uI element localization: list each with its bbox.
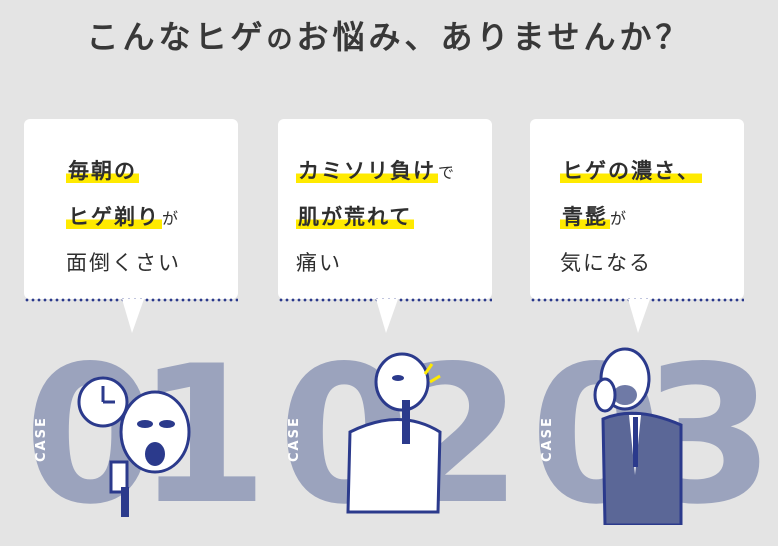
card-01-line3: 面倒くさい xyxy=(66,251,181,275)
headline-no: の xyxy=(266,25,297,55)
card-01-line1-highlight: 毎朝の xyxy=(66,159,139,183)
card-03-tail xyxy=(628,299,650,333)
card-03: ヒゲの濃さ、 青髭が 気になる xyxy=(530,119,744,333)
card-02-line1-highlight: カミソリ負け xyxy=(296,159,438,183)
headline: こんなヒゲのお悩み、ありませんか？ xyxy=(0,12,778,58)
card-02-tail xyxy=(376,299,398,333)
case-label-01: CASE xyxy=(34,416,49,462)
card-01-line2-rest: が xyxy=(162,209,181,228)
card-02-line2-highlight: 肌が荒れて xyxy=(296,205,415,229)
headline-part1: こんなヒゲ xyxy=(86,18,267,56)
gorilla-clock-razor-illustration xyxy=(77,376,191,517)
card-01-tail xyxy=(122,299,144,333)
card-03-line2-highlight: 青髭 xyxy=(560,205,610,229)
card-02-text: カミソリ負けで 肌が荒れて 痛い xyxy=(296,149,456,286)
card-03-line3: 気になる xyxy=(560,251,652,275)
case-label-02: CASE xyxy=(287,416,302,462)
card-03-line1-highlight: ヒゲの濃さ、 xyxy=(560,159,702,183)
card-01: 毎朝の ヒゲ剃りが 面倒くさい xyxy=(24,119,238,333)
headline-part2: お悩み、ありませんか？ xyxy=(296,18,692,56)
card-03-line2-rest: が xyxy=(610,209,629,228)
card-02-line1-rest: で xyxy=(438,163,457,182)
card-01-text: 毎朝の ヒゲ剃りが 面倒くさい xyxy=(66,149,181,286)
card-02-line3: 痛い xyxy=(296,251,342,275)
card-02: カミソリ負けで 肌が荒れて 痛い xyxy=(278,119,492,333)
gorilla-shaving-illustration xyxy=(346,352,442,514)
card-01-line2-highlight: ヒゲ剃り xyxy=(66,205,162,229)
gorilla-suit-illustration xyxy=(593,347,683,525)
case-label-03: CASE xyxy=(540,416,555,462)
card-03-text: ヒゲの濃さ、 青髭が 気になる xyxy=(560,149,702,286)
